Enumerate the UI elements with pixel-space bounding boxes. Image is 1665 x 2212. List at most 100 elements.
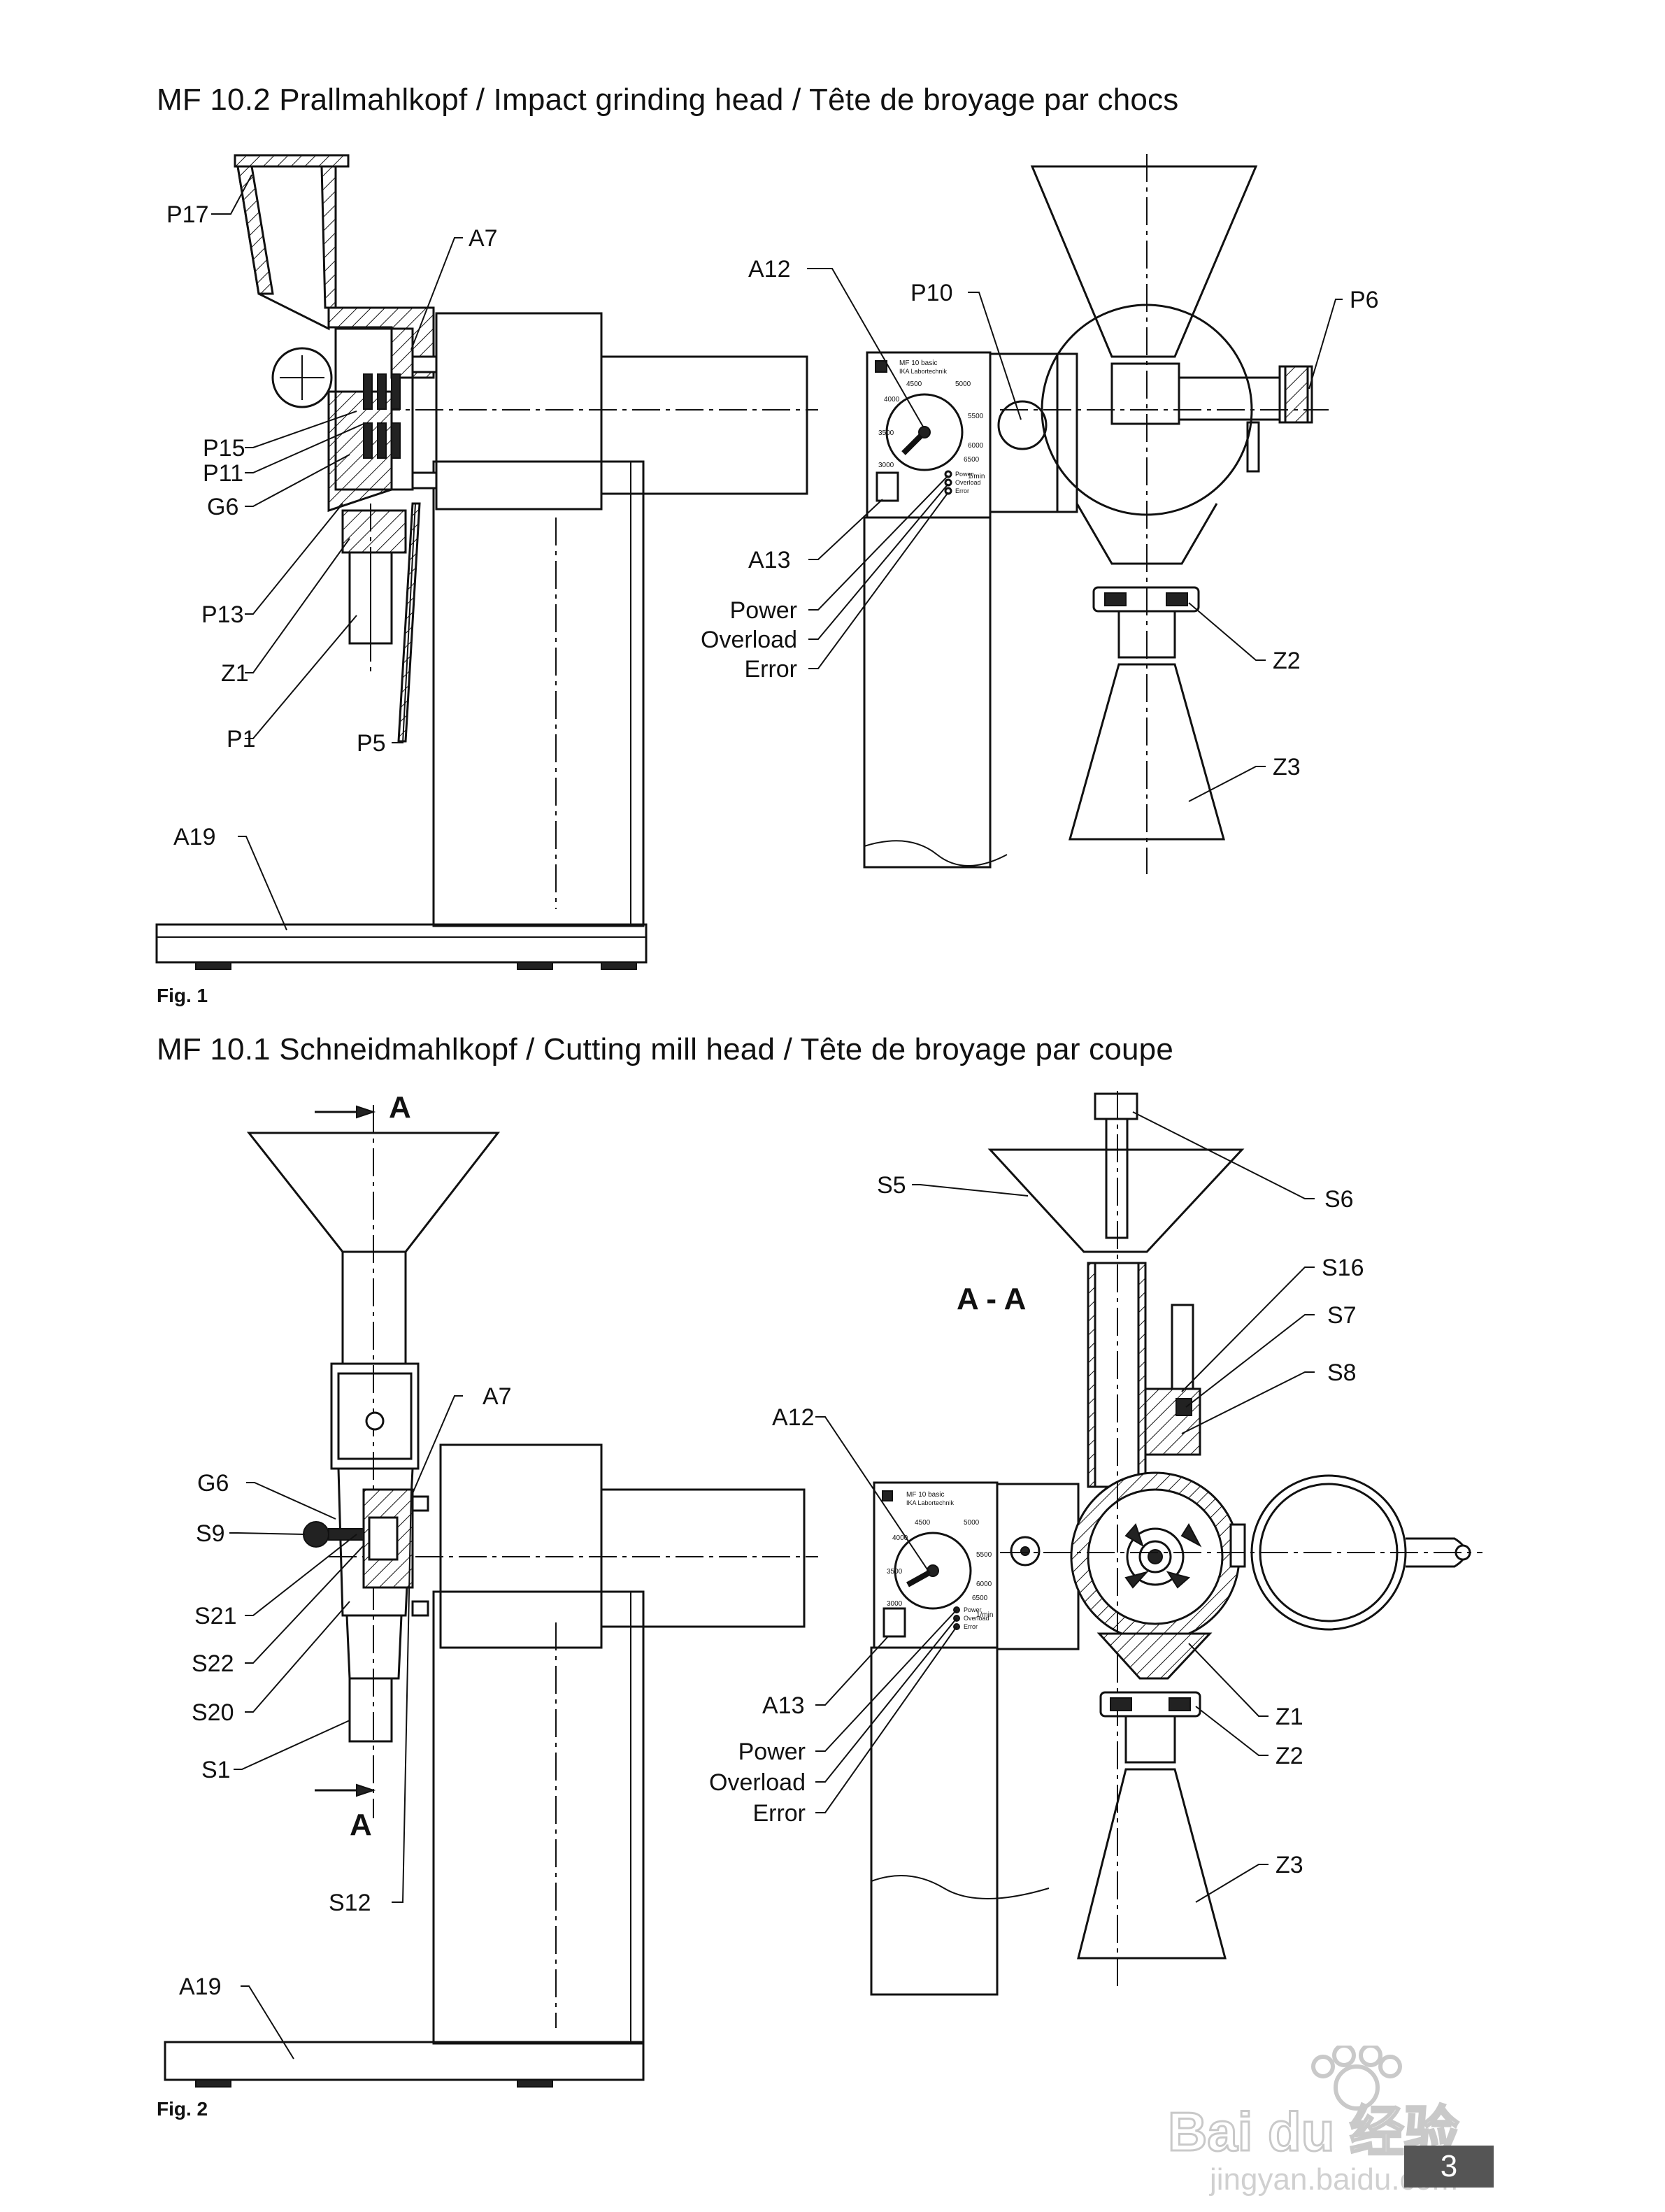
fig2-label-Z1: Z1 — [1275, 1704, 1303, 1730]
fig1-label-Z1: Z1 — [221, 660, 249, 687]
fig2-leds: Power Overload Error — [953, 1606, 989, 1630]
fig1-label-P11: P11 — [203, 460, 243, 487]
svg-text:3500: 3500 — [878, 429, 894, 437]
fig1-stand — [155, 460, 648, 970]
fig2-section-title: A - A — [957, 1282, 1026, 1316]
fig1-label-P10: P10 — [910, 280, 953, 306]
fig2-speed-dial[interactable] — [894, 1532, 972, 1610]
svg-text:6500: 6500 — [964, 456, 980, 464]
svg-text:Error: Error — [955, 487, 969, 494]
fig1-rotor-beaters — [363, 373, 401, 459]
fig2-label-Error: Error — [752, 1800, 806, 1827]
fig1-dial-scale: 3000 3500 4000 4500 5000 5500 6000 6500 … — [878, 380, 985, 480]
fig2-section-view — [987, 1091, 1482, 1986]
fig2-side-head — [246, 1132, 501, 1743]
fig1-label-P5: P5 — [357, 730, 386, 757]
fig1-label-A13: A13 — [748, 547, 791, 573]
fig2-label-S9: S9 — [196, 1520, 225, 1547]
fig2-label-Z2: Z2 — [1275, 1743, 1303, 1769]
fig1-grinding-head-section — [234, 154, 438, 743]
fig1-label-G6: G6 — [207, 494, 238, 520]
fig1-labels: P17 A7 P15 P11 G6 P13 Z1 P1 P5 A19 A12 P… — [166, 201, 1379, 850]
fig2-motor — [329, 1443, 818, 1649]
fig2-label-A19: A19 — [179, 1974, 222, 2000]
fig1-label-P1: P1 — [227, 726, 256, 752]
fig2-label-S1: S1 — [201, 1757, 231, 1783]
fig2-control-panel[interactable]: MF 10 basic IKA Labortechnik 3000 3500 4… — [870, 1481, 1080, 1996]
fig1-label-A7: A7 — [469, 225, 498, 252]
fig2-label-Overload: Overload — [709, 1769, 806, 1796]
fig1-label-P13: P13 — [201, 601, 244, 628]
figure1-heading: MF 10.2 Prallmahlkopf / Impact grinding … — [157, 83, 1179, 117]
svg-text:6000: 6000 — [968, 442, 984, 450]
svg-text:3500: 3500 — [887, 1568, 903, 1576]
fig1-label-Z2: Z2 — [1273, 648, 1301, 674]
fig2-labels: A7 G6 S9 S21 S22 S20 S1 S12 A19 S5 S6 S1… — [179, 1172, 1364, 2000]
page-number: 3 — [1404, 2146, 1494, 2188]
fig1-control-panel[interactable]: MF 10 basic IKA Labortechnik 3000 3500 4… — [863, 351, 1008, 869]
svg-text:5500: 5500 — [976, 1551, 992, 1559]
fig1-leader-lines — [211, 174, 1343, 931]
fig1-label-P17: P17 — [166, 201, 209, 228]
fig1-motor — [329, 312, 818, 511]
svg-text:Power: Power — [964, 1606, 982, 1613]
fig2-panel-model: MF 10 basic — [906, 1491, 944, 1499]
fig1-label-A19: A19 — [173, 824, 216, 850]
fig1-label-Z3: Z3 — [1273, 754, 1301, 780]
baidu-watermark-logo: Bai du 经验 jingyan.baidu.com — [1167, 2046, 1460, 2197]
fig2-label-S22: S22 — [192, 1650, 234, 1677]
figure2-heading: MF 10.1 Schneidmahlkopf / Cutting mill h… — [157, 1032, 1173, 1066]
fig1-label-Error: Error — [744, 656, 797, 683]
svg-text:5500: 5500 — [968, 413, 984, 420]
fig2-label-S21: S21 — [194, 1603, 237, 1629]
svg-text:Overload: Overload — [964, 1615, 989, 1622]
fig2-label-S20: S20 — [192, 1699, 234, 1726]
fig2-label-S8: S8 — [1327, 1360, 1357, 1386]
svg-text:Power: Power — [955, 471, 973, 478]
svg-text:4000: 4000 — [892, 1534, 908, 1542]
fig2-label-A13: A13 — [762, 1692, 805, 1719]
fig2-power-switch[interactable] — [882, 1607, 906, 1638]
fig2-label-G6: G6 — [197, 1470, 229, 1497]
fig1-speed-dial[interactable] — [885, 393, 964, 471]
fig2-label-A7: A7 — [483, 1383, 512, 1410]
fig2-label-S7: S7 — [1327, 1302, 1357, 1329]
fig1-label-A12: A12 — [748, 256, 791, 283]
svg-text:Error: Error — [964, 1623, 978, 1630]
fig2-stand — [164, 1590, 645, 2088]
fig1-panel-brand: IKA Labortechnik — [899, 368, 948, 375]
fig1-label-P15: P15 — [203, 435, 245, 462]
svg-text:4500: 4500 — [906, 380, 922, 388]
fig1-label-P6: P6 — [1350, 287, 1379, 313]
svg-text:1/min: 1/min — [976, 1611, 993, 1619]
fig2-label-A12: A12 — [772, 1404, 815, 1431]
fig1-power-switch[interactable] — [876, 471, 899, 502]
figure2-caption: Fig. 2 — [157, 2098, 208, 2120]
fig2-label-S12: S12 — [329, 1890, 371, 1916]
fig1-leds: Power Overload Error — [944, 470, 981, 495]
fig2-label-Z3: Z3 — [1275, 1852, 1303, 1878]
fig2-label-S16: S16 — [1322, 1255, 1364, 1281]
svg-text:3000: 3000 — [878, 462, 894, 469]
fig2-section-marker-bottom: A — [350, 1808, 372, 1842]
fig1-front-head — [989, 154, 1329, 874]
svg-text:6000: 6000 — [976, 1580, 992, 1588]
fig2-leader-lines — [229, 1111, 1315, 2060]
svg-text:5000: 5000 — [955, 380, 971, 388]
svg-text:4500: 4500 — [915, 1519, 931, 1527]
fig2-label-Power: Power — [738, 1739, 806, 1765]
fig1-panel-model: MF 10 basic — [899, 359, 937, 367]
fig2-label-S5: S5 — [877, 1172, 906, 1199]
svg-text:3000: 3000 — [887, 1600, 903, 1608]
figure2-drawing: A A A - A MF 10 basic IKA La — [164, 1090, 1482, 2088]
fig2-section-marker-top: A — [389, 1090, 411, 1125]
svg-text:1/min: 1/min — [968, 473, 985, 480]
svg-text:5000: 5000 — [964, 1519, 980, 1527]
fig2-dial-scale: 3000 3500 4000 4500 5000 5500 6000 6500 … — [887, 1519, 993, 1619]
svg-text:Overload: Overload — [955, 479, 981, 486]
fig2-label-S6: S6 — [1324, 1186, 1354, 1213]
fig1-label-Power: Power — [730, 597, 797, 624]
fig2-panel-brand: IKA Labortechnik — [906, 1499, 955, 1506]
svg-text:4000: 4000 — [884, 396, 900, 404]
